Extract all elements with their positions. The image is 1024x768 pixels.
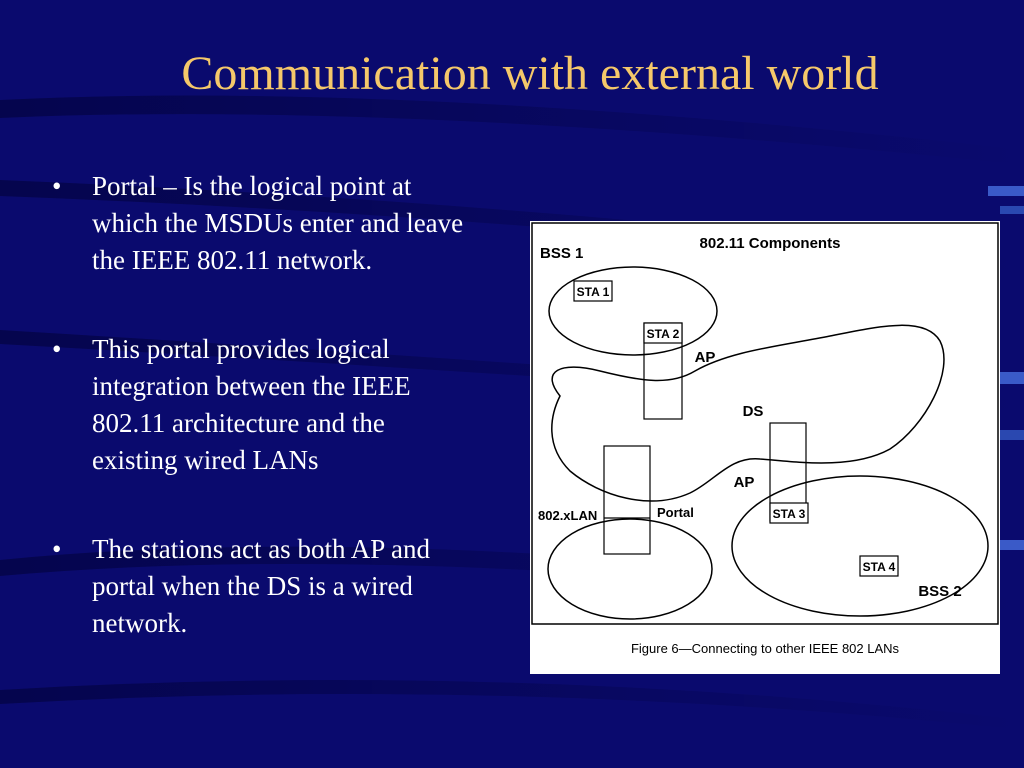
lan-area: [547, 518, 713, 620]
ds-area: [551, 324, 945, 502]
bullet-item: • The stations act as both AP and portal…: [52, 531, 472, 642]
bullet-marker: •: [52, 334, 62, 364]
bullet-text: This portal provides logical integration…: [92, 334, 411, 475]
diagram-heading: 802.11 Components: [700, 235, 841, 252]
sta3-label: STA 3: [773, 507, 806, 521]
bss1-label: BSS 1: [540, 245, 583, 262]
sta1-label: STA 1: [577, 285, 610, 299]
ap-upper-label: AP: [695, 349, 716, 366]
bullet-item: • Portal – Is the logical point at which…: [52, 168, 472, 279]
bullet-list: • Portal – Is the logical point at which…: [52, 168, 472, 694]
bss2-label: BSS 2: [918, 583, 961, 600]
lan-label: 802.xLAN: [538, 508, 597, 523]
sta4-box: [859, 555, 899, 577]
diagram-border: [531, 222, 999, 625]
network-diagram-figure: 802.11 Components BSS 1 STA 1 STA 2 AP D…: [530, 221, 1000, 674]
portal-label: Portal: [657, 505, 694, 520]
ap-lower-label: AP: [734, 474, 755, 491]
network-diagram: 802.11 Components BSS 1 STA 1 STA 2 AP D…: [531, 222, 999, 656]
sta1-box: [573, 280, 613, 302]
bullet-item: • This portal provides logical integrati…: [52, 331, 472, 479]
sta4-label: STA 4: [863, 560, 896, 574]
sta3-box: [769, 502, 809, 524]
slide-title: Communication with external world: [181, 47, 879, 100]
sta2-box: [643, 322, 683, 344]
figure-caption: Figure 6—Connecting to other IEEE 802 LA…: [631, 641, 900, 656]
sta2-label: STA 2: [647, 327, 680, 341]
ds-label: DS: [743, 403, 764, 420]
bullet-marker: •: [52, 171, 62, 201]
bss1-area: [548, 266, 718, 356]
portal-box: [603, 445, 651, 555]
bullet-text: Portal – Is the logical point at which t…: [92, 171, 464, 275]
bullet-text: The stations act as both AP and portal w…: [92, 534, 430, 638]
bullet-marker: •: [52, 534, 62, 564]
bss2-area: [731, 475, 989, 617]
